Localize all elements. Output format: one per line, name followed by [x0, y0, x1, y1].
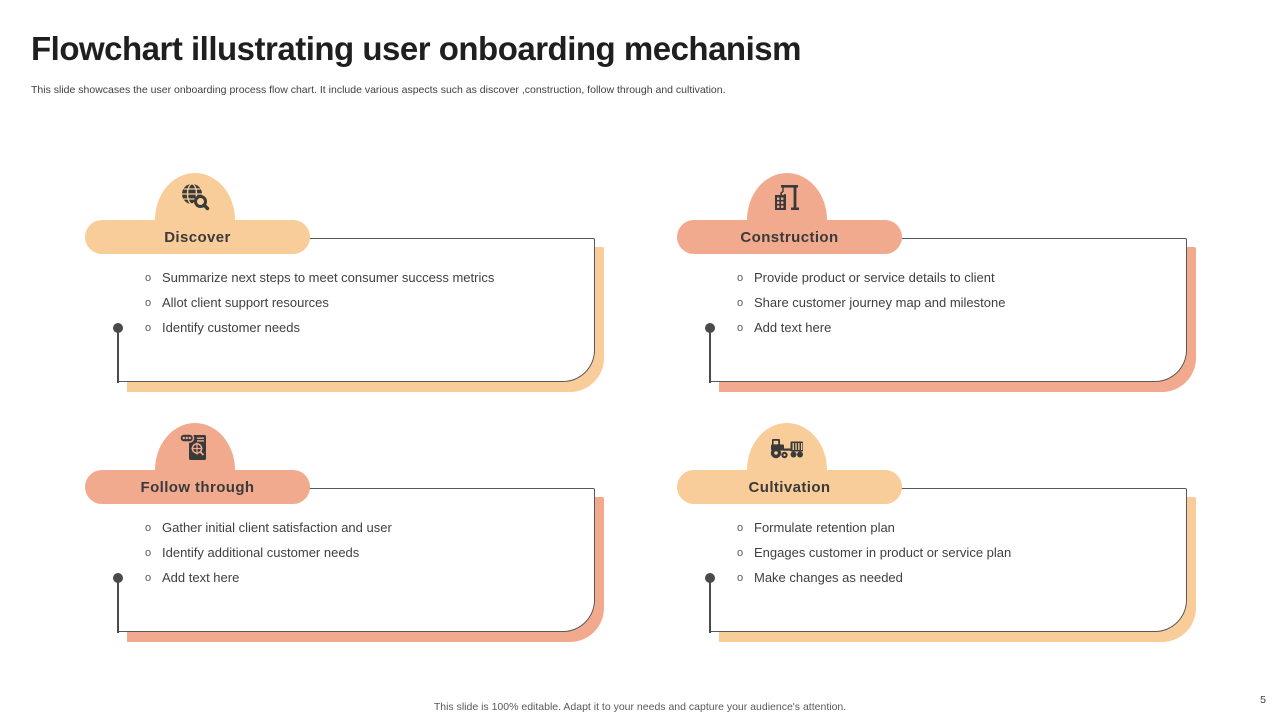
- connector-dot: [113, 573, 123, 583]
- section-label: Cultivation: [748, 478, 831, 496]
- icon-arch: [747, 173, 827, 220]
- section-label: Construction: [740, 228, 839, 246]
- page-number: 5: [1260, 694, 1266, 706]
- bullet-list: Formulate retention plan Engages custome…: [737, 515, 1177, 590]
- icon-arch: [155, 423, 235, 470]
- page-title: Flowchart illustrating user onboarding m…: [31, 30, 801, 67]
- section-discover: Discover Summarize next steps to meet co…: [85, 173, 607, 392]
- footer-note: This slide is 100% editable. Adapt it to…: [433, 701, 847, 713]
- icon-arch: [747, 423, 827, 470]
- page-subtitle: This slide showcases the user onboarding…: [31, 84, 726, 96]
- bullet-item: Summarize next steps to meet consumer su…: [145, 265, 585, 290]
- building-crane-icon: [775, 185, 799, 210]
- bullet-item: Add text here: [737, 315, 1177, 340]
- connector-line: [117, 577, 119, 633]
- section-label: Follow through: [140, 478, 255, 496]
- bullet-item: Formulate retention plan: [737, 515, 1177, 540]
- section-cultivation: Cultivation Formulate retention plan Eng…: [677, 423, 1199, 642]
- bullet-list: Summarize next steps to meet consumer su…: [145, 265, 585, 340]
- bullet-item: Add text here: [145, 565, 585, 590]
- section-follow-through: Follow through Gather initial client sat…: [85, 423, 607, 642]
- connector-line: [709, 327, 711, 383]
- bullet-item: Provide product or service details to cl…: [737, 265, 1177, 290]
- connector-line: [709, 577, 711, 633]
- connector-dot: [705, 323, 715, 333]
- bullet-item: Identify additional customer needs: [145, 540, 585, 565]
- section-label: Discover: [164, 228, 231, 246]
- tractor-icon: [770, 439, 803, 459]
- feedback-analysis-icon: [179, 433, 206, 460]
- bullet-item: Identify customer needs: [145, 315, 585, 340]
- section-pill: Construction: [677, 220, 902, 254]
- bullet-item: Engages customer in product or service p…: [737, 540, 1177, 565]
- bullet-item: Share customer journey map and milestone: [737, 290, 1177, 315]
- connector-dot: [113, 323, 123, 333]
- bullet-item: Make changes as needed: [737, 565, 1177, 590]
- section-pill: Follow through: [85, 470, 310, 504]
- connector-line: [117, 327, 119, 383]
- icon-arch: [155, 173, 235, 220]
- bullet-list: Provide product or service details to cl…: [737, 265, 1177, 340]
- connector-dot: [705, 573, 715, 583]
- globe-search-icon: [182, 183, 210, 211]
- section-pill: Cultivation: [677, 470, 902, 504]
- section-pill: Discover: [85, 220, 310, 254]
- bullet-item: Gather initial client satisfaction and u…: [145, 515, 585, 540]
- bullet-list: Gather initial client satisfaction and u…: [145, 515, 585, 590]
- bullet-item: Allot client support resources: [145, 290, 585, 315]
- section-construction: Construction Provide product or service …: [677, 173, 1199, 392]
